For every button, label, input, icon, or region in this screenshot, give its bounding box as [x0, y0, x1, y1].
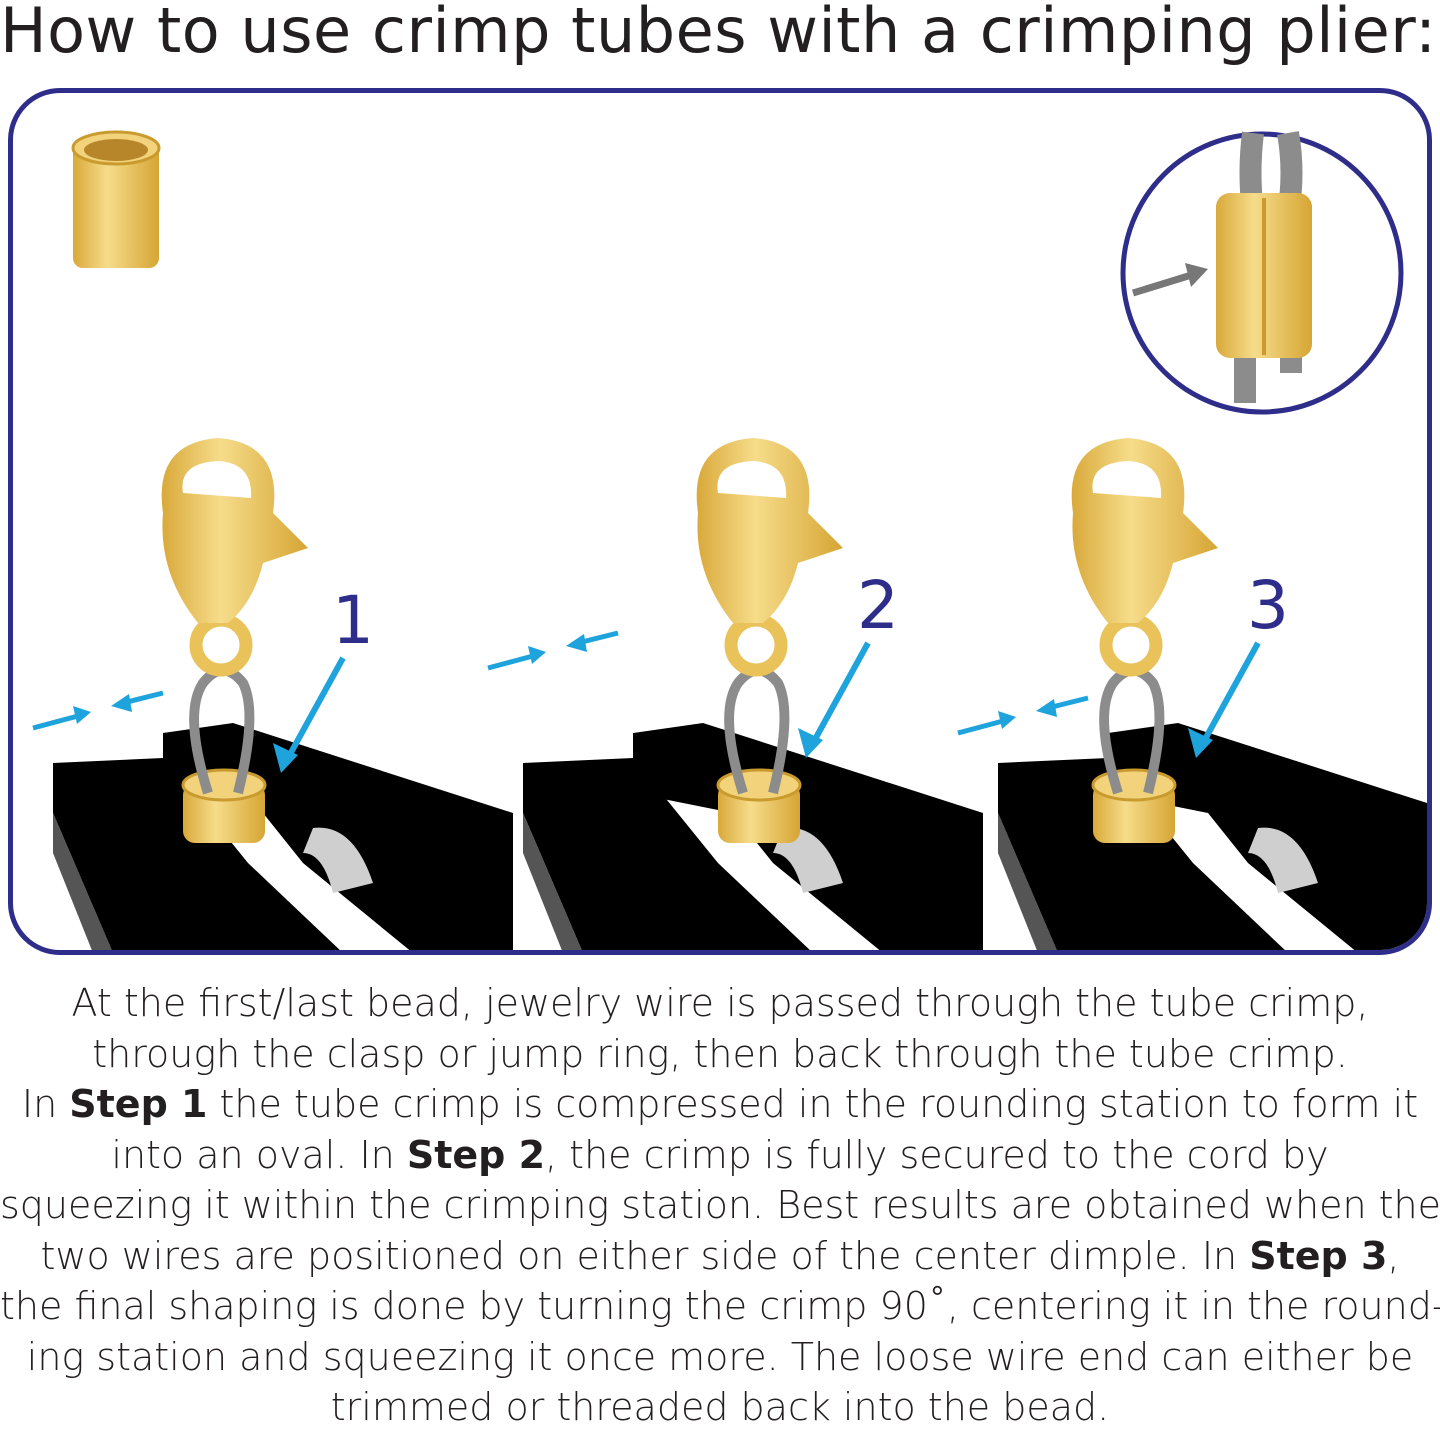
caption-text: ing station and squeezing it once more. …: [26, 1334, 1414, 1379]
arrow-icon: [487, 653, 534, 671]
caption-text: At the first/last bead, jewelry wire is …: [71, 981, 1369, 1025]
inset-detail-circle: [1120, 131, 1404, 415]
caption-line: In Step 1 the tube crimp is compressed i…: [0, 1079, 1440, 1130]
plier-jaw-lower: [53, 758, 340, 950]
caption-text: the tube crimp is compressed in the roun…: [207, 1082, 1419, 1126]
step-label: Step 2: [406, 1132, 546, 1177]
arrow-icon: [810, 641, 871, 745]
instructions-text: At the first/last bead, jewelry wire is …: [0, 978, 1440, 1433]
caption-text: , the crimp is fully secured to the cord…: [545, 1132, 1329, 1177]
caption-line: trimmed or threaded back into the bead.: [0, 1382, 1440, 1433]
crimp-tube-icon: [71, 130, 161, 268]
caption-text: squeezing it within the crimping station…: [0, 1183, 1440, 1227]
step-number: 3: [1247, 567, 1289, 644]
caption-line: into an oval. In Step 2, the crimp is fu…: [0, 1130, 1440, 1181]
caption-text: two wires are positioned on either side …: [40, 1233, 1250, 1278]
page-title: How to use crimp tubes with a crimping p…: [0, 0, 1437, 67]
caption-text: into an oval. In: [111, 1132, 407, 1177]
step-label: Step 3: [1249, 1233, 1388, 1278]
plier-jaw-lower: [523, 758, 810, 950]
caption-line: At the first/last bead, jewelry wire is …: [0, 978, 1440, 1029]
step-number: 1: [332, 582, 374, 659]
lobster-clasp-icon: [696, 438, 843, 677]
caption-text: In: [21, 1082, 70, 1126]
arrow-icon: [32, 713, 79, 731]
caption-line: through the clasp or jump ring, then bac…: [0, 1029, 1440, 1080]
caption-line: squeezing it within the crimping station…: [0, 1180, 1440, 1231]
step-2-illustration: 2: [487, 438, 983, 950]
step-1-illustration: 1: [32, 438, 513, 950]
arrow-icon: [285, 656, 346, 760]
step-label: Step 1: [69, 1082, 208, 1126]
arrow-icon: [957, 718, 1004, 736]
crimping-illustration: 1 2 3: [32, 130, 1427, 950]
lobster-clasp-icon: [1071, 438, 1218, 677]
caption-text: trimmed or threaded back into the bead.: [330, 1385, 1110, 1429]
illustration-frame: 1 2 3: [8, 88, 1432, 955]
step-number: 2: [857, 567, 899, 644]
arrow-icon: [1200, 641, 1261, 745]
caption-text: through the clasp or jump ring, then bac…: [92, 1031, 1348, 1076]
plier-jaw-lower: [998, 758, 1285, 950]
step-3-illustration: 3: [957, 438, 1427, 950]
caption-text: the final shaping is done by turning the…: [0, 1284, 1440, 1328]
caption-text: ,: [1387, 1233, 1400, 1278]
caption-line: the final shaping is done by turning the…: [0, 1281, 1440, 1332]
caption-line: two wires are positioned on either side …: [0, 1231, 1440, 1282]
caption-line: ing station and squeezing it once more. …: [0, 1332, 1440, 1383]
lobster-clasp-icon: [161, 438, 308, 677]
